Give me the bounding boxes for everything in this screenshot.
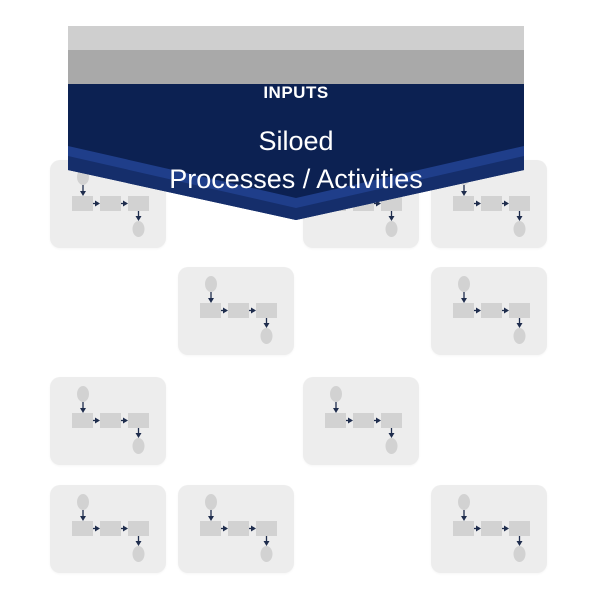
- inputs-label: INPUTS: [263, 83, 329, 102]
- inputs-banner: INPUTS Siloed Processes / Activities: [68, 26, 524, 226]
- process-flow-icon: [453, 169, 530, 237]
- process-tile: [178, 267, 294, 355]
- process-flow-icon: [453, 494, 530, 562]
- process-flow-icon: [200, 494, 277, 562]
- process-flow-icon: [72, 494, 149, 562]
- banner-title: Siloed Processes / Activities: [68, 122, 524, 198]
- process-tile: [178, 485, 294, 573]
- process-tile: [303, 377, 419, 465]
- banner-title-line-1: Siloed: [258, 126, 334, 156]
- process-flow-icon: [72, 386, 149, 454]
- process-flow-icon: [200, 276, 277, 344]
- process-flow-icon: [325, 386, 402, 454]
- process-tile: [431, 267, 547, 355]
- process-tile: [50, 485, 166, 573]
- process-tile: [431, 485, 547, 573]
- process-tile: [50, 377, 166, 465]
- banner-chevron-shape: [68, 26, 524, 220]
- process-flow-icon: [453, 276, 530, 344]
- banner-title-line-2: Processes / Activities: [169, 164, 423, 194]
- process-flow-icon: [72, 169, 149, 237]
